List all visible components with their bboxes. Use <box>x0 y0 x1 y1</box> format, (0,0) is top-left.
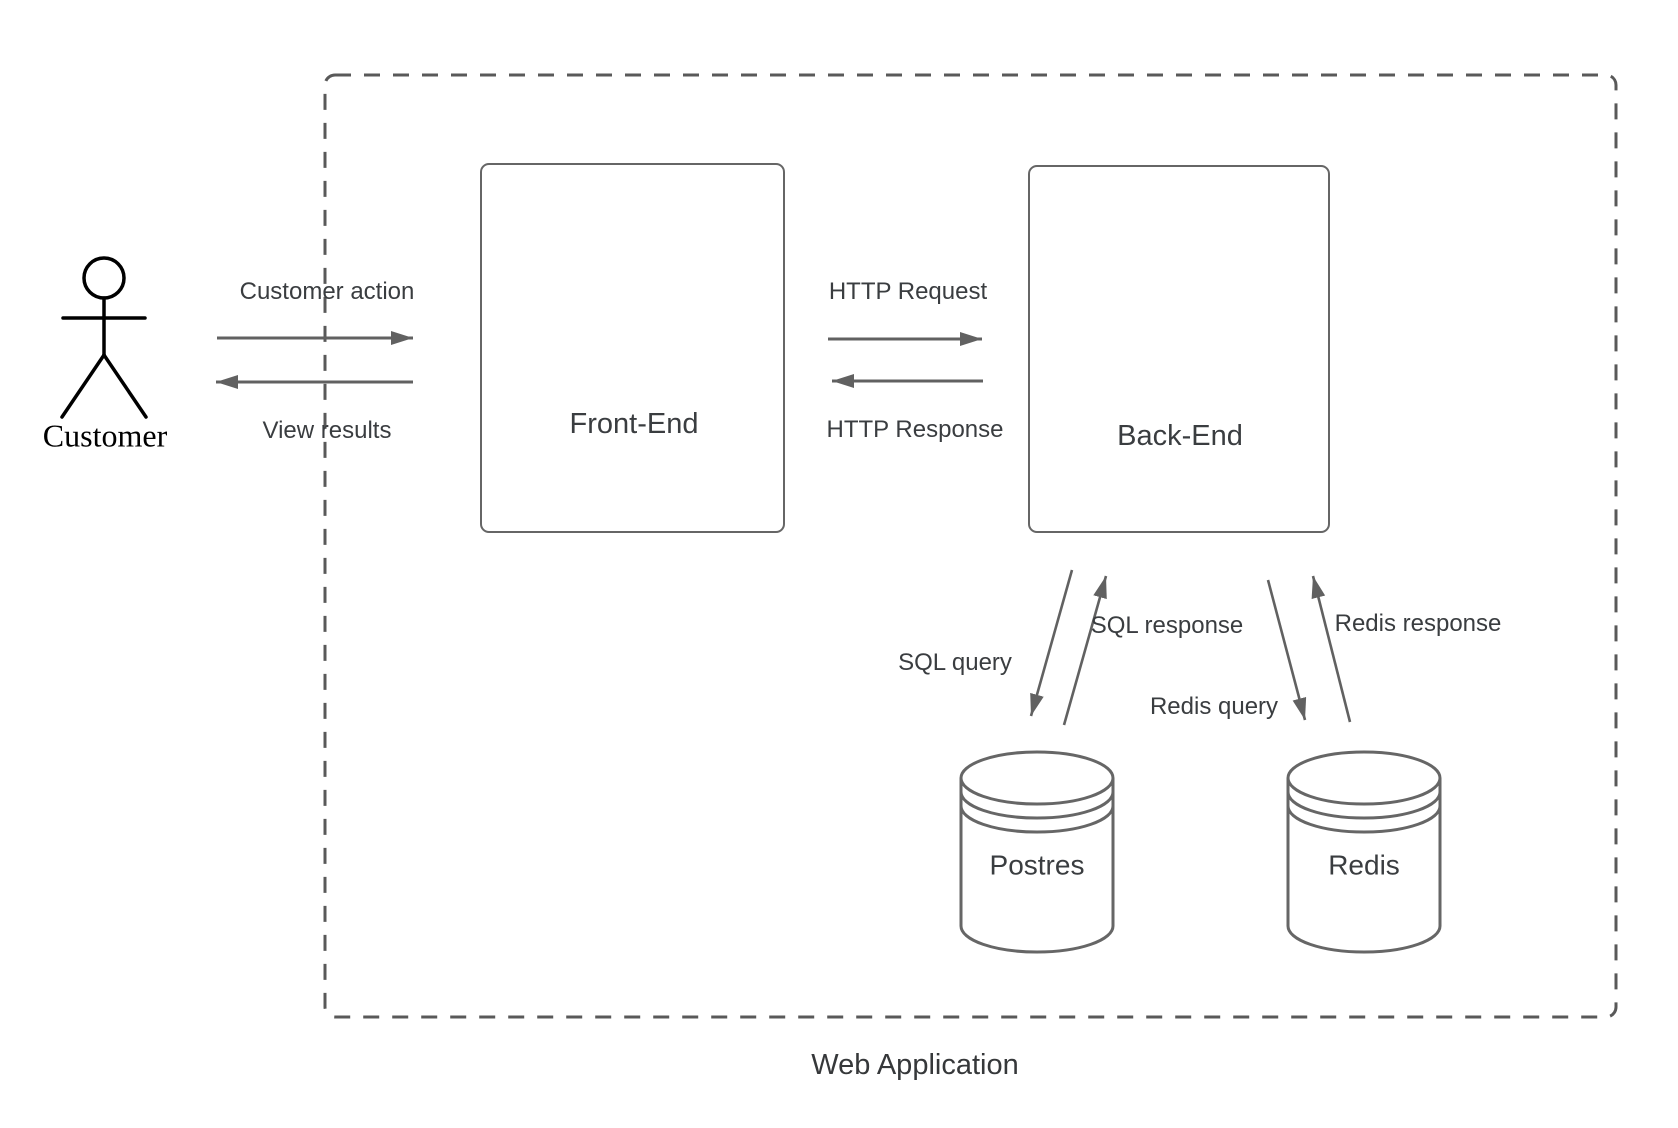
sql-query-arrow <box>1029 569 1074 717</box>
customer-action-label: Customer action <box>239 277 415 305</box>
redis-query-label: Redis query <box>1149 692 1279 720</box>
customer-actor-label: Customer <box>42 417 168 454</box>
redis-response-label: Redis response <box>1334 609 1502 637</box>
postgres-node-label: Postres <box>989 849 1085 881</box>
frontend-node-label: Front-End <box>569 408 699 441</box>
sql-response-arrow <box>1062 575 1108 726</box>
database-icon <box>959 750 1115 954</box>
web-application-boundary <box>323 73 1618 1019</box>
backend-node-label: Back-End <box>1117 420 1243 453</box>
backend-node-box <box>1028 165 1330 533</box>
database-icon <box>1286 750 1442 954</box>
http-response-label: HTTP Response <box>826 415 1004 443</box>
web-application-title: Web Application <box>811 1049 1019 1082</box>
sql-response-label: SQL response <box>1090 611 1244 639</box>
sql-query-label: SQL query <box>898 648 1012 676</box>
view-results-label: View results <box>262 416 392 444</box>
frontend-node-box <box>480 163 785 533</box>
redis-node-label: Redis <box>1328 849 1400 881</box>
redis-query-arrow <box>1266 579 1307 721</box>
redis-response-arrow <box>1311 575 1352 723</box>
http-request-label: HTTP Request <box>828 277 988 305</box>
person-icon <box>60 256 148 419</box>
